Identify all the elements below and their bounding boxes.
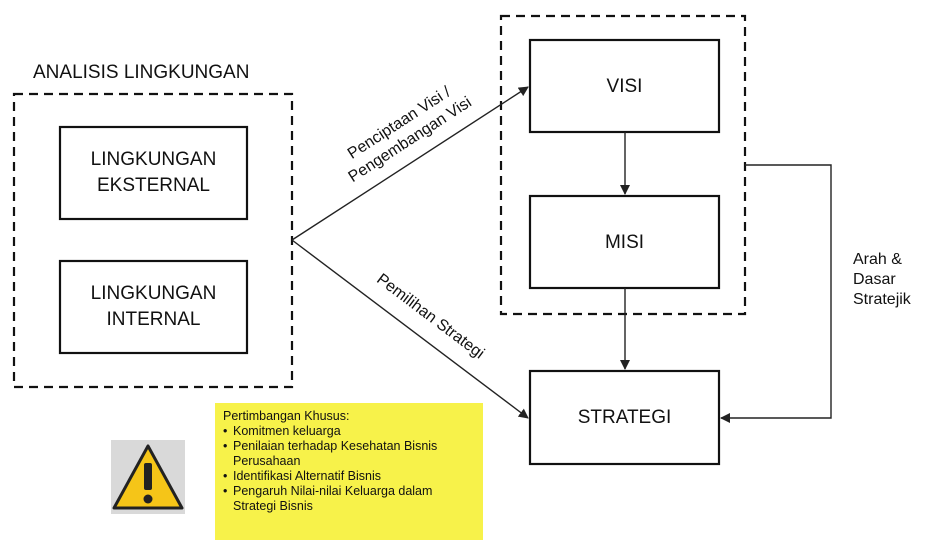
note-item: Identifikasi Alternatif Bisnis [223,469,475,484]
note-item: Komitmen keluarga [223,424,475,439]
note-list: Komitmen keluarga Penilaian terhadap Kes… [223,424,475,514]
internal-box [58,259,249,355]
edge-label-arah: Arah & Dasar Stratejik [853,250,911,310]
misi-label: MISI [604,232,645,253]
visi-label: VISI [606,76,643,97]
internal-label-line1: LINGKUNGAN [90,283,217,304]
external-label: LINGKUNGAN EKSTERNAL [60,147,247,199]
internal-label-line2: INTERNAL [106,309,201,330]
edge-label-arah-line3: Stratejik [853,291,911,308]
edge-label-arah-line2: Dasar [853,271,896,288]
external-label-line2: EKSTERNAL [97,175,210,196]
strategi-box [528,369,721,466]
misi-box [528,194,721,290]
special-considerations-note: Pertimbangan Khusus: Komitmen keluarga P… [215,403,483,540]
warning-icon [111,440,185,514]
arrow-to-visi [291,86,529,241]
strategi-label: STRATEGI [577,407,672,428]
note-item: Penilaian terhadap Kesehatan Bisnis Peru… [223,439,475,469]
visi-box [528,38,721,134]
arrow-feedback-to-strategi [720,164,832,423]
internal-label: LINGKUNGAN INTERNAL [60,281,247,333]
arrow-to-strategi [291,239,529,419]
note-title: Pertimbangan Khusus: [223,409,350,423]
note-item: Pengaruh Nilai-nilai Keluarga dalam Stra… [223,484,475,514]
external-box [58,125,249,221]
external-label-line1: LINGKUNGAN [90,149,217,170]
edge-label-arah-line1: Arah & [853,251,902,268]
analysis-title: ANALISIS LINGKUNGAN [33,62,250,83]
